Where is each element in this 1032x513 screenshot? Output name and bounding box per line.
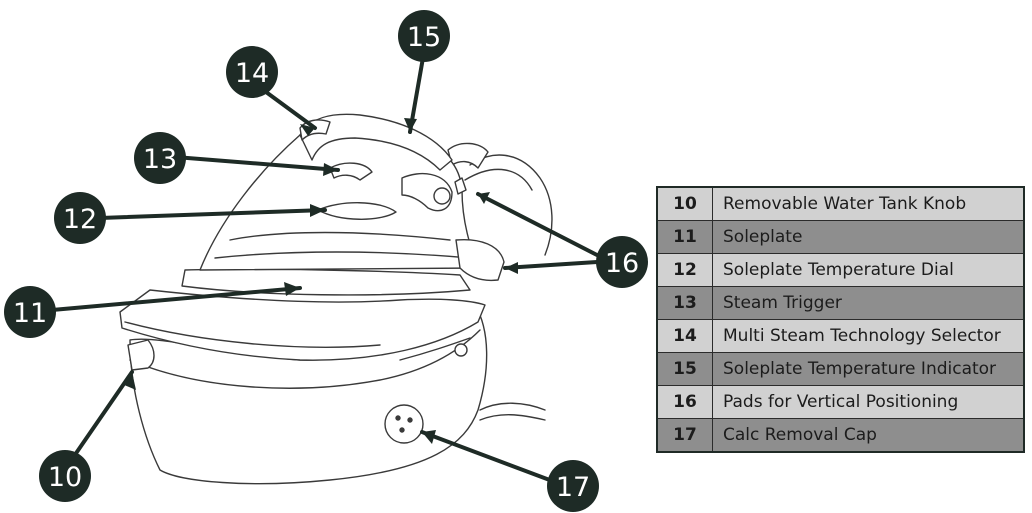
callout-markers: 10 11 12 13 14 15 16 17 bbox=[4, 10, 648, 512]
table-row: 11 Soleplate bbox=[656, 220, 1024, 254]
callout-17: 17 bbox=[547, 460, 599, 512]
leader-line-16b bbox=[503, 260, 599, 270]
callout-label: 15 bbox=[407, 22, 441, 53]
callout-label: 17 bbox=[556, 472, 590, 503]
leader-line-16a bbox=[476, 192, 599, 257]
callout-12: 12 bbox=[54, 192, 106, 244]
iron-illustration bbox=[119, 113, 553, 485]
arrowhead-10 bbox=[122, 372, 136, 390]
part-number: 10 bbox=[656, 186, 713, 221]
part-number: 16 bbox=[656, 385, 713, 419]
table-row: 13 Steam Trigger bbox=[656, 286, 1024, 320]
part-label: Soleplate bbox=[712, 220, 1024, 254]
table-row: 16 Pads for Vertical Positioning bbox=[656, 385, 1024, 419]
callout-13: 13 bbox=[134, 132, 186, 184]
steam-iron-diagram: 10 11 12 13 14 15 16 17 bbox=[4, 10, 648, 512]
part-label: Removable Water Tank Knob bbox=[712, 186, 1024, 221]
callout-label: 13 bbox=[143, 144, 177, 175]
part-number: 14 bbox=[656, 319, 713, 353]
leader-line-11 bbox=[50, 286, 302, 312]
part-label: Soleplate Temperature Indicator bbox=[712, 352, 1024, 386]
arrowhead-13 bbox=[323, 163, 338, 176]
table-row: 14 Multi Steam Technology Selector bbox=[656, 319, 1024, 353]
part-label: Pads for Vertical Positioning bbox=[712, 385, 1024, 419]
table-row: 15 Soleplate Temperature Indicator bbox=[656, 352, 1024, 386]
arrowhead-16b bbox=[505, 262, 518, 274]
leader-line-10 bbox=[68, 370, 134, 464]
callout-14: 14 bbox=[226, 46, 278, 98]
callout-label: 10 bbox=[48, 462, 82, 493]
arrowhead-14 bbox=[300, 124, 315, 136]
table-row: 17 Calc Removal Cap bbox=[656, 418, 1024, 453]
leader-arrowheads bbox=[122, 118, 518, 444]
leader-line-13 bbox=[173, 155, 340, 172]
arrowhead-11 bbox=[284, 282, 300, 296]
callout-15: 15 bbox=[398, 10, 450, 62]
part-label: Soleplate Temperature Dial bbox=[712, 253, 1024, 287]
callout-10: 10 bbox=[39, 450, 91, 502]
arrowhead-17 bbox=[422, 430, 436, 444]
part-number: 12 bbox=[656, 253, 713, 287]
leader-line-17 bbox=[420, 430, 557, 484]
leader-line-12 bbox=[98, 208, 327, 220]
part-number: 15 bbox=[656, 352, 713, 386]
callout-label: 16 bbox=[605, 248, 639, 279]
part-number: 17 bbox=[656, 418, 713, 453]
parts-legend-table: 10 Removable Water Tank Knob 11 Soleplat… bbox=[656, 186, 1025, 453]
leader-line-14 bbox=[264, 90, 317, 130]
callout-label: 12 bbox=[63, 204, 97, 235]
table-row: 10 Removable Water Tank Knob bbox=[656, 186, 1024, 221]
arrowhead-16a bbox=[478, 192, 490, 204]
arrowhead-12 bbox=[310, 204, 325, 217]
callout-label: 14 bbox=[235, 58, 269, 89]
part-label: Steam Trigger bbox=[712, 286, 1024, 320]
arrowhead-15 bbox=[404, 118, 417, 132]
part-number: 13 bbox=[656, 286, 713, 320]
part-label: Multi Steam Technology Selector bbox=[712, 319, 1024, 353]
part-number: 11 bbox=[656, 220, 713, 254]
part-label: Calc Removal Cap bbox=[712, 418, 1024, 453]
table-row: 12 Soleplate Temperature Dial bbox=[656, 253, 1024, 287]
callout-16: 16 bbox=[596, 236, 648, 288]
callout-label: 11 bbox=[13, 298, 47, 329]
callout-11: 11 bbox=[4, 286, 56, 338]
